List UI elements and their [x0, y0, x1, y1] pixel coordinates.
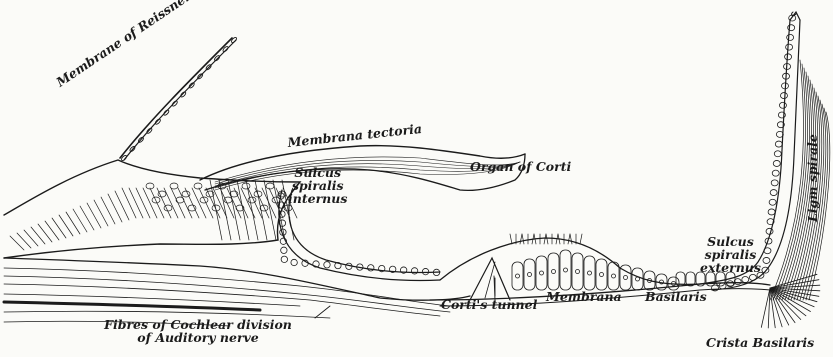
label-basilaris: Basilaris [645, 290, 707, 303]
crista-basilaris [761, 274, 820, 328]
reissner-membrane [120, 37, 237, 162]
label-line: internus [288, 192, 347, 205]
label-line: externus [700, 261, 761, 274]
label-fibres-cochlear-nerve: Fibres of Cochlear division of Auditory … [58, 318, 338, 344]
spiral-ligament [770, 60, 830, 300]
label-cortis-tunnel: Corti's tunnel [441, 298, 537, 311]
label-crista-basilaris: Crista Basilaris [706, 336, 814, 349]
label-sulcus-spiralis-internus: Sulcus spiralis internus [288, 166, 347, 205]
label-line: of Auditory nerve [58, 331, 338, 344]
label-organ-of-corti: Organ of Corti [470, 160, 571, 173]
label-membrana: Membrana [546, 290, 622, 303]
label-sulcus-spiralis-externus: Sulcus spiralis externus [700, 235, 761, 274]
label-ligamentum-spirale: Ligm spirale [806, 134, 819, 222]
